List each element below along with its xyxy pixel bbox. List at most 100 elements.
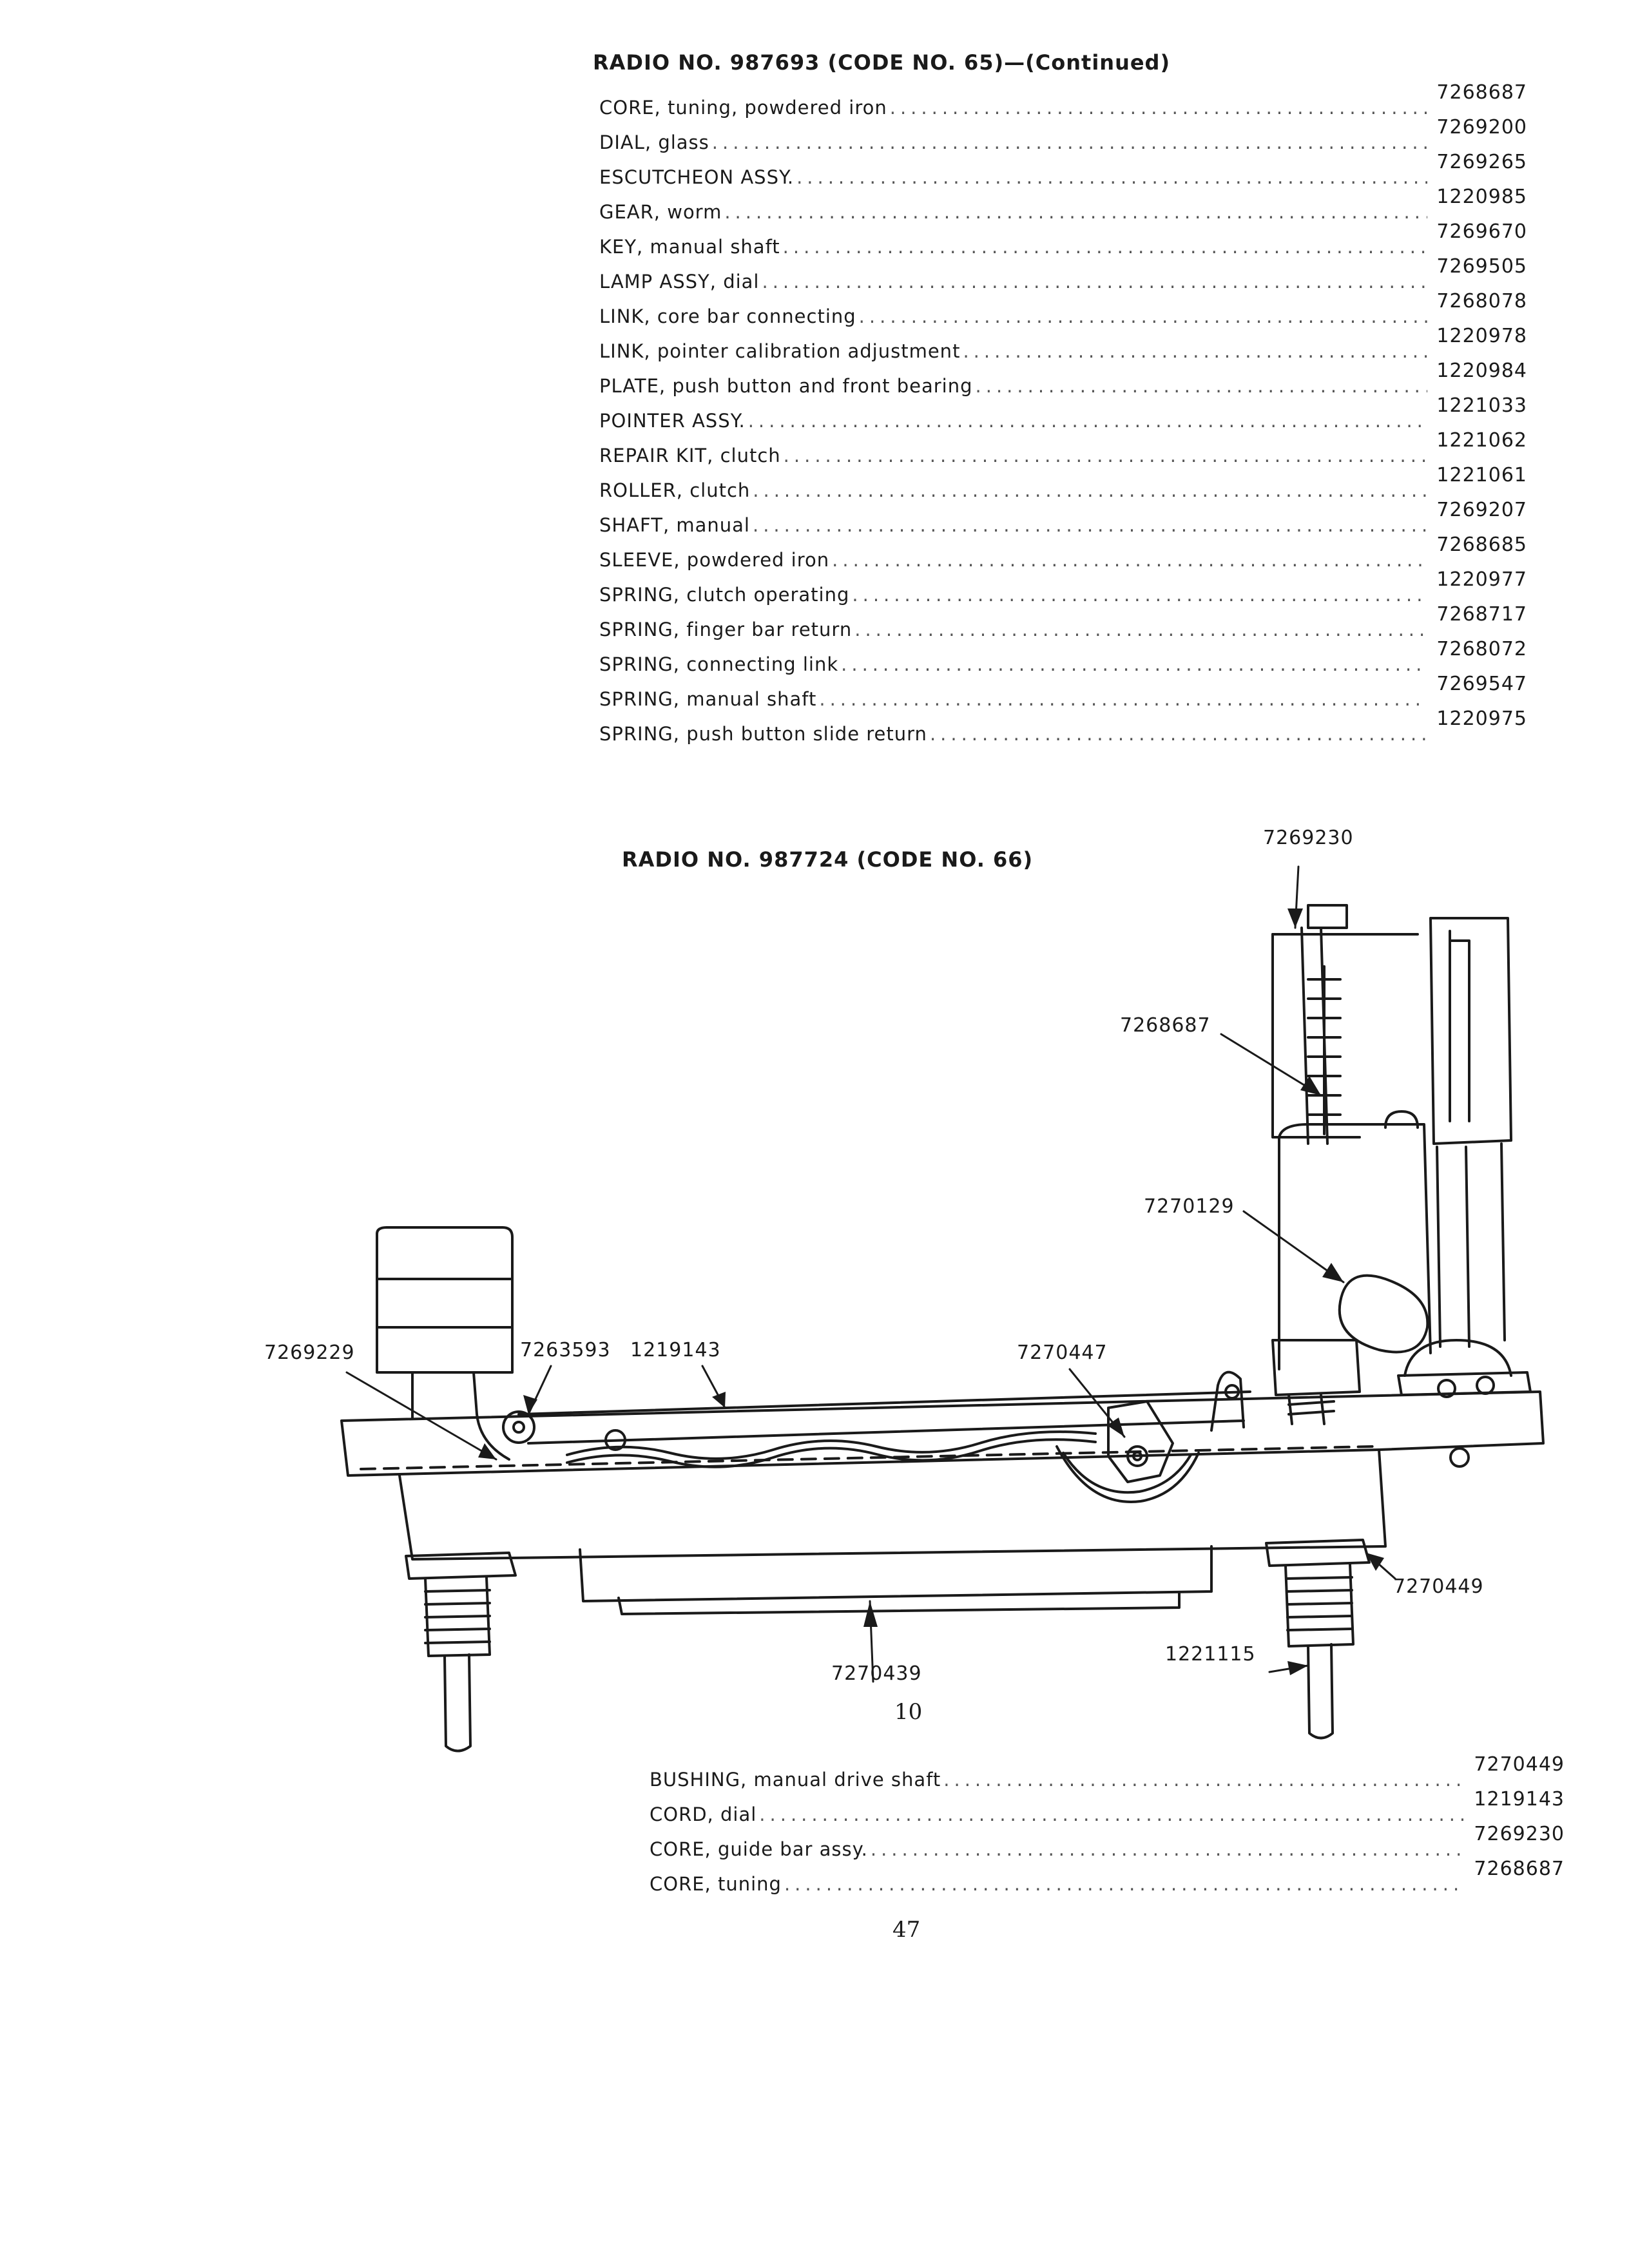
leader-dots: ........................................… [963, 340, 1427, 362]
part-name: SPRING, clutch operating [599, 584, 850, 606]
part-number: 1220975 [1436, 707, 1527, 730]
part-name: SPRING, push button slide return [599, 723, 927, 745]
part-row: SPRING, manual shaft....................… [599, 673, 1527, 723]
leader-dots: ........................................… [870, 1838, 1465, 1860]
leader-dots: ........................................… [854, 619, 1428, 640]
leader-dots: ........................................… [747, 410, 1428, 432]
part-number: 1220985 [1436, 186, 1527, 208]
part-number: 1219143 [1474, 1788, 1565, 1811]
part-row: CORE, tuning, powdered iron.............… [599, 81, 1527, 131]
part-row: SPRING, connecting link.................… [599, 638, 1527, 688]
page-number: 47 [892, 1917, 921, 1943]
part-row: CORE, guide bar assy....................… [650, 1823, 1565, 1873]
part-name: DIAL, glass [599, 131, 709, 153]
part-row: LINK, core bar connecting...............… [599, 290, 1527, 340]
leader-dots: ........................................… [889, 97, 1428, 119]
part-name: CORE, tuning [650, 1873, 782, 1895]
leader-dots: ........................................… [858, 305, 1428, 327]
leader-dots: ........................................… [796, 166, 1427, 188]
right-bushing [1265, 1539, 1371, 1740]
part-row: PLATE, push button and front bearing....… [599, 360, 1527, 410]
section-title-code-66: RADIO NO. 987724 (CODE NO. 66) [622, 847, 1034, 872]
leader-dots: ........................................… [783, 445, 1428, 466]
parts-list-code-66: BUSHING, manual drive shaft.............… [650, 1753, 1565, 1908]
leader-dots: ........................................… [784, 1873, 1465, 1895]
leader-dots: ........................................… [752, 514, 1427, 536]
label-7268687: 7268687 [1120, 1014, 1211, 1037]
leader-dots: ........................................… [724, 201, 1428, 223]
part-number: 7268687 [1436, 81, 1527, 104]
label-7270439: 7270439 [831, 1662, 922, 1685]
part-number: 7268685 [1436, 533, 1527, 556]
label-1219143: 1219143 [630, 1339, 721, 1361]
part-number: 7269547 [1436, 673, 1527, 695]
part-row: REPAIR KIT, clutch......................… [599, 429, 1527, 479]
part-number: 7269207 [1436, 499, 1527, 521]
parts-list-code-65: CORE, tuning, powdered iron.............… [599, 81, 1527, 758]
part-name: BUSHING, manual drive shaft [650, 1769, 941, 1791]
part-name: POINTER ASSY. [599, 410, 746, 432]
part-name: KEY, manual shaft [599, 236, 780, 258]
right-tower [1271, 904, 1512, 1370]
part-name: LINK, core bar connecting [599, 305, 856, 327]
part-row: SHAFT, manual...........................… [599, 499, 1527, 549]
part-row: POINTER ASSY............................… [599, 394, 1527, 445]
part-number: 7268717 [1436, 603, 1527, 626]
part-name: LINK, pointer calibration adjustment [599, 340, 961, 362]
part-row: SPRING, push button slide return........… [599, 707, 1527, 758]
part-name: ROLLER, clutch [599, 479, 751, 501]
chassis-frame [340, 1390, 1545, 1615]
leader-dots: ........................................… [753, 479, 1427, 501]
part-row: CORE, tuning............................… [650, 1858, 1565, 1908]
part-number: 7268072 [1436, 638, 1527, 660]
part-row: DIAL, glass.............................… [599, 116, 1527, 166]
section-title-code-65: RADIO NO. 987693 (CODE NO. 65)—(Continue… [593, 50, 1171, 75]
part-row: ESCUTCHEON ASSY.........................… [599, 151, 1527, 201]
part-number: 1221033 [1436, 394, 1527, 417]
part-number: 7269200 [1436, 116, 1527, 139]
part-name: CORD, dial [650, 1803, 757, 1825]
leader-dots: ........................................… [819, 688, 1427, 710]
leader-dots: ........................................… [943, 1769, 1465, 1791]
part-row: BUSHING, manual drive shaft.............… [650, 1753, 1565, 1803]
part-name: CORE, tuning, powdered iron [599, 97, 887, 119]
part-number: 7269670 [1436, 220, 1527, 243]
leader-dots: ........................................… [759, 1803, 1465, 1825]
leader-lines [345, 865, 1396, 1683]
leader-dots: ........................................… [762, 271, 1428, 293]
part-number: 7269230 [1474, 1823, 1565, 1845]
label-1221115: 1221115 [1165, 1643, 1256, 1666]
part-row: ROLLER, clutch..........................… [599, 464, 1527, 514]
part-row: GEAR, worm..............................… [599, 186, 1527, 236]
left-push-button [376, 1226, 514, 1461]
part-name: LAMP ASSY, dial [599, 271, 760, 293]
part-row: SPRING, finger bar return...............… [599, 603, 1527, 653]
part-number: 1221062 [1436, 429, 1527, 452]
label-7269230: 7269230 [1263, 827, 1354, 849]
part-row: KEY, manual shaft.......................… [599, 220, 1527, 271]
arrowheads [478, 908, 1384, 1675]
center-cam [1055, 1400, 1200, 1503]
part-name: SPRING, finger bar return [599, 619, 853, 640]
part-name: GEAR, worm [599, 201, 722, 223]
right-bracket [1271, 1339, 1532, 1468]
leader-dots: ........................................… [782, 236, 1428, 258]
label-7270129: 7270129 [1144, 1195, 1235, 1218]
guide-bar [517, 1390, 1251, 1468]
part-row: SLEEVE, powdered iron...................… [599, 533, 1527, 584]
part-name: SLEEVE, powdered iron [599, 549, 830, 571]
leader-dots: ........................................… [929, 723, 1428, 745]
label-7263593: 7263593 [520, 1339, 611, 1361]
label-7270449: 7270449 [1393, 1575, 1484, 1598]
part-number: 1220984 [1436, 360, 1527, 382]
part-number: 7268687 [1474, 1858, 1565, 1880]
leader-dots: ........................................… [711, 131, 1428, 153]
part-name: ESCUTCHEON ASSY. [599, 166, 795, 188]
leader-dots: ........................................… [841, 653, 1427, 675]
part-name: SHAFT, manual [599, 514, 750, 536]
part-name: SPRING, manual shaft [599, 688, 817, 710]
part-number: 7269265 [1436, 151, 1527, 173]
leader-dots: ........................................… [852, 584, 1427, 606]
leader-dots: ........................................… [975, 375, 1428, 397]
left-bushing [405, 1552, 517, 1753]
